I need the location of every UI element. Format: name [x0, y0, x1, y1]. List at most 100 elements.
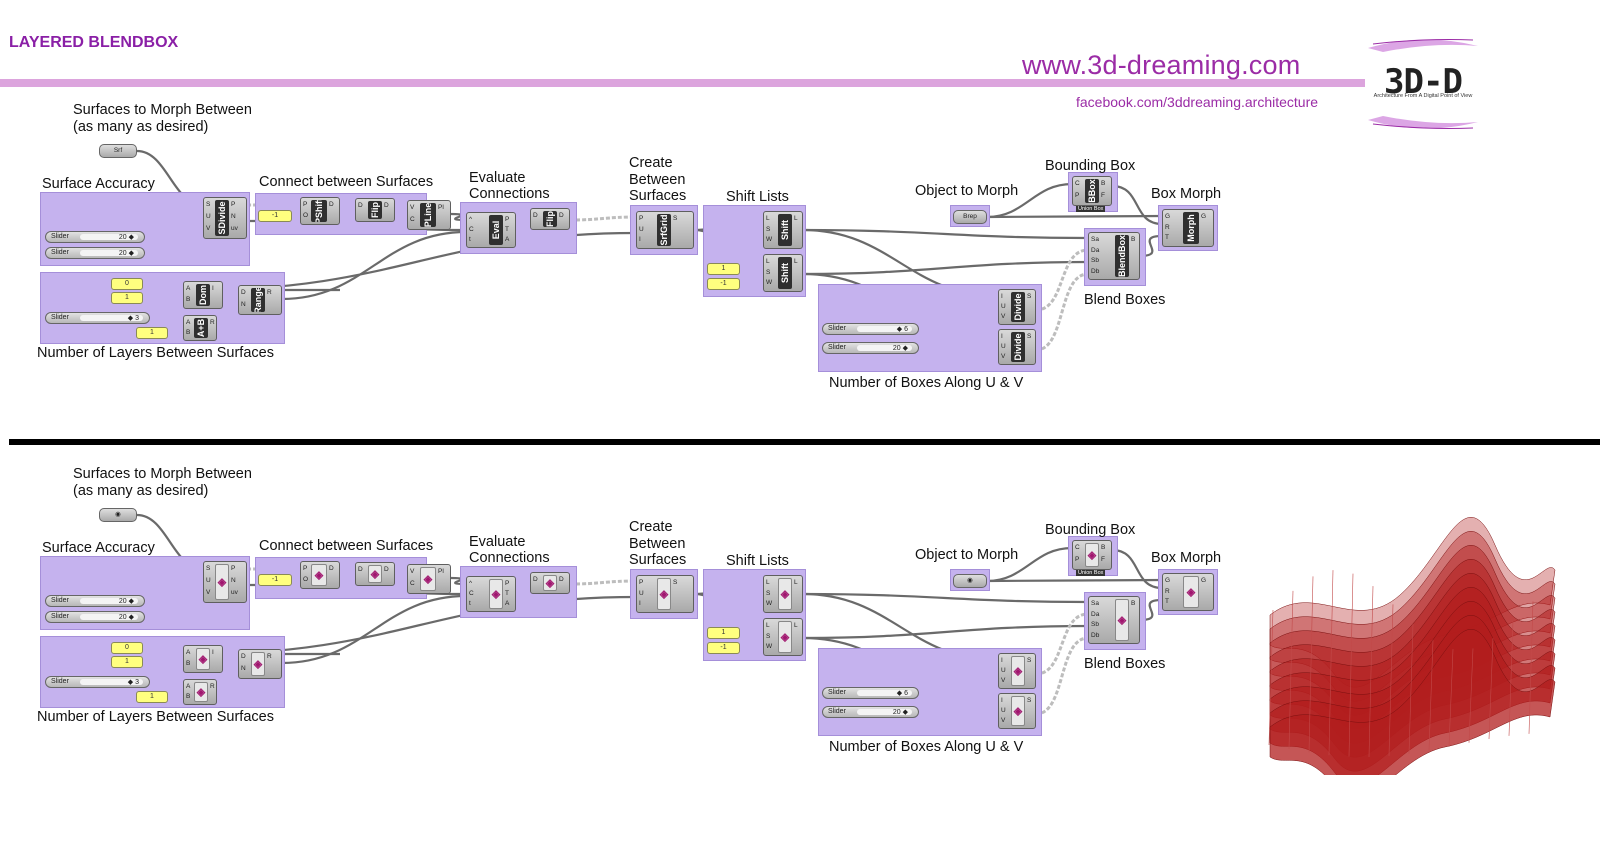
flip-component-input[interactable]: D [358, 566, 363, 573]
divide1-component-input[interactable]: V [1001, 677, 1006, 684]
divide2-component-output[interactable]: S [1027, 333, 1032, 340]
dom-a-panel[interactable]: 0 [111, 642, 143, 654]
brep-param-icon[interactable]: ◉ [953, 574, 987, 588]
eval-component-input[interactable]: ^ [469, 580, 473, 587]
srfgrid-component-output[interactable]: S [673, 215, 678, 222]
morph-component-input[interactable]: T [1165, 234, 1169, 242]
blendbox-component-input[interactable]: Sa [1091, 600, 1099, 607]
bbox-component-output[interactable]: F [1101, 192, 1105, 199]
dom-component-output[interactable]: I [212, 285, 214, 292]
morph-component-input[interactable]: G [1165, 213, 1171, 220]
divide1-component-output[interactable]: S [1027, 293, 1032, 300]
divide1-component-output[interactable]: S [1027, 657, 1032, 664]
shift1-component-input[interactable]: S [766, 589, 771, 597]
dom-a-panel[interactable]: 0 [111, 278, 143, 290]
sdivide-component-input[interactable]: S [206, 565, 211, 572]
layers-slider[interactable]: Slider◆ 3 [45, 312, 150, 324]
pline-component-input[interactable]: V [410, 568, 415, 575]
bbox-component-output[interactable]: F [1101, 556, 1105, 563]
sdivide-component-input[interactable]: V [206, 589, 211, 596]
blendbox-component-input[interactable]: Sb [1091, 621, 1099, 628]
srfgrid-component-input[interactable]: P [639, 579, 644, 586]
boxes-u-slider[interactable]: Slider◆ 6 [822, 323, 919, 335]
aplusb-component-input[interactable]: A [186, 319, 191, 326]
pshift-component-output[interactable]: D [329, 565, 334, 572]
aplusb-component-output[interactable]: R [210, 683, 215, 690]
divide2-component-input[interactable]: V [1001, 353, 1006, 360]
eval-component-output[interactable]: T [505, 226, 509, 233]
range-component-input[interactable]: D [241, 289, 246, 296]
shift1-component-output[interactable]: L [794, 215, 798, 222]
eval-component-input[interactable]: t [469, 236, 471, 243]
eval-component-output[interactable]: A [505, 600, 510, 607]
shift1-component-input[interactable]: L [766, 215, 770, 222]
shift1-component-input[interactable]: L [766, 579, 770, 586]
pshift-component-input[interactable]: P [303, 565, 308, 572]
divide2-component-input[interactable]: U [1001, 343, 1006, 350]
eval-component-output[interactable]: P [505, 216, 510, 223]
dom-component-input[interactable]: B [186, 660, 191, 667]
boxes-u-slider-track[interactable] [857, 690, 912, 696]
shift2-component-input[interactable]: L [766, 622, 770, 629]
shift-a-panel[interactable]: 1 [707, 627, 740, 639]
shift2-component-input[interactable]: S [766, 268, 771, 276]
morph-component-input[interactable]: R [1165, 223, 1170, 231]
divide1-component-input[interactable]: U [1001, 303, 1006, 310]
divide2-component-input[interactable]: I [1001, 697, 1003, 704]
dom-component-input[interactable]: A [186, 285, 191, 292]
eval-component-input[interactable]: t [469, 600, 471, 607]
shift1-component-output[interactable]: L [794, 579, 798, 586]
add-b-panel[interactable]: 1 [136, 327, 168, 339]
srfgrid-component-input[interactable]: P [639, 215, 644, 222]
blendbox-component-output[interactable]: B [1131, 600, 1136, 607]
flip2-component-output[interactable]: D [559, 212, 564, 219]
layers-slider-track[interactable] [80, 315, 143, 321]
dom-b-panel[interactable]: 1 [111, 292, 143, 304]
morph-component-input[interactable]: R [1165, 587, 1170, 595]
pline-component-output[interactable]: Pl [438, 568, 444, 575]
bbox-component-output[interactable]: B [1101, 544, 1106, 551]
shift-panel[interactable]: -1 [258, 210, 292, 222]
shift-panel[interactable]: -1 [258, 574, 292, 586]
range-component-output[interactable]: R [267, 653, 272, 660]
range-component-output[interactable]: R [267, 289, 272, 296]
divide2-component-input[interactable]: V [1001, 717, 1006, 724]
facebook-link[interactable]: facebook.com/3ddreaming.architecture [1076, 94, 1319, 110]
sdivide-component-output[interactable]: P [231, 565, 236, 572]
divide2-component-input[interactable]: U [1001, 707, 1006, 714]
srfgrid-component-input[interactable]: U [639, 225, 644, 233]
shift-b-panel[interactable]: -1 [707, 642, 740, 654]
sdivide-component-input[interactable]: V [206, 225, 211, 232]
shift2-component-output[interactable]: L [794, 258, 798, 265]
accuracy-v-slider-track[interactable] [80, 614, 138, 620]
surface-param[interactable]: Srf [99, 144, 137, 158]
sdivide-component-output[interactable]: N [231, 577, 236, 584]
aplusb-component-input[interactable]: B [186, 329, 191, 336]
sdivide-component-output[interactable]: N [231, 213, 236, 220]
aplusb-component-input[interactable]: A [186, 683, 191, 690]
divide1-component-input[interactable]: V [1001, 313, 1006, 320]
brep-param[interactable]: Brep [953, 210, 987, 224]
pshift-component-input[interactable]: O [303, 576, 309, 583]
bbox-component-input[interactable]: C [1075, 180, 1080, 187]
flip2-component-input[interactable]: D [533, 576, 538, 583]
blendbox-component-output[interactable]: B [1131, 236, 1136, 243]
